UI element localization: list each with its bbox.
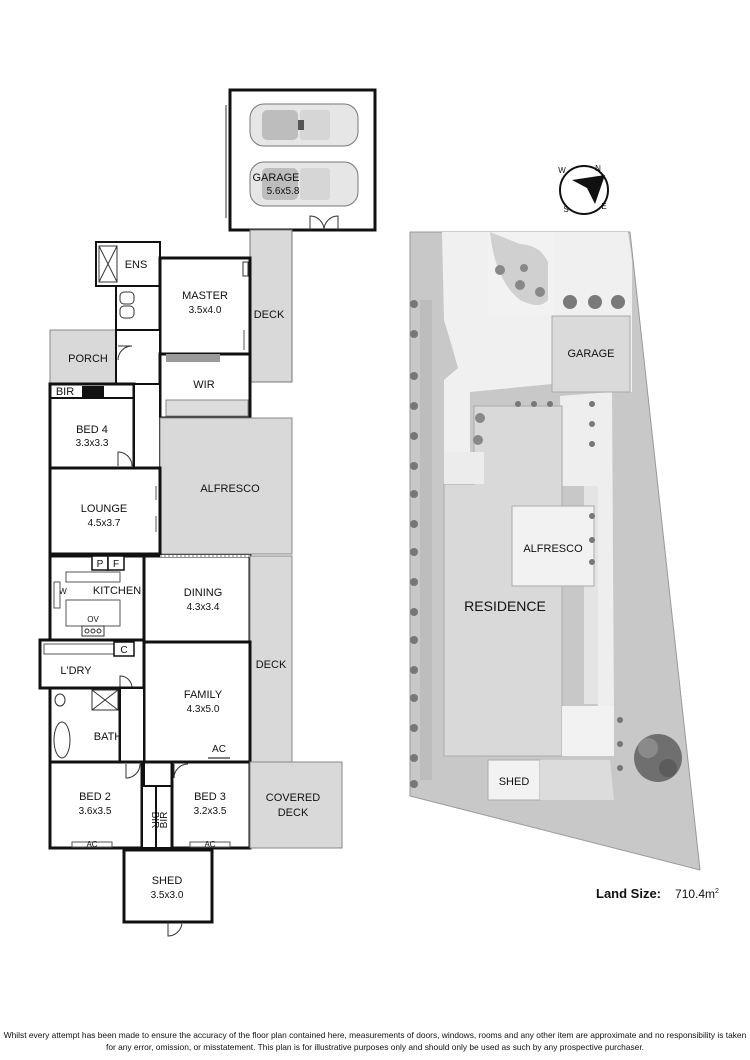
site-garage: GARAGE bbox=[551, 315, 631, 393]
land-size-unit: 2 bbox=[715, 888, 719, 895]
dining-name: DINING bbox=[184, 587, 223, 599]
porch-room: PORCH bbox=[49, 329, 117, 385]
bed2-size: 3.6x3.5 bbox=[79, 806, 112, 817]
land-size-value: 710.4m bbox=[675, 887, 716, 901]
compass-s: S bbox=[563, 205, 568, 214]
oven-label: OV bbox=[87, 615, 99, 624]
hedge-plants bbox=[410, 300, 623, 788]
bir-right-label: BIR bbox=[159, 812, 170, 829]
site-alfresco: ALFRESCO bbox=[511, 505, 595, 587]
compass-icon: N W S E bbox=[558, 164, 609, 215]
bed4-room: BIR BED 4 3.3x3.3 bbox=[48, 382, 136, 470]
bed3-ac-label: AC bbox=[204, 840, 215, 849]
alfresco-room: ALFRESCO bbox=[159, 417, 293, 555]
site-shed-label: SHED bbox=[499, 776, 530, 788]
lounge-name: LOUNGE bbox=[81, 503, 127, 515]
site-plan: GARAGE RESIDENCE ALFRESCO SHED bbox=[409, 164, 701, 871]
tree-icon bbox=[634, 734, 682, 782]
bed3-room: BED 3 3.2x3.5 AC bbox=[170, 760, 252, 850]
bed4-size: 3.3x3.3 bbox=[76, 438, 109, 449]
bed2-name: BED 2 bbox=[79, 791, 111, 803]
kitchen-name: KITCHEN bbox=[93, 585, 141, 597]
porch-label: PORCH bbox=[68, 353, 108, 365]
bath-room: BATH bbox=[48, 686, 135, 764]
site-residence: RESIDENCE bbox=[443, 405, 614, 757]
covered-deck-line2: DECK bbox=[278, 807, 309, 819]
family-ac-label: AC bbox=[212, 744, 226, 755]
covered-deck: COVERED DECK bbox=[249, 761, 343, 849]
compass-n: N bbox=[595, 164, 601, 173]
site-residence-label: RESIDENCE bbox=[464, 598, 546, 614]
kitchen-room: P F KITCHEN DW OV bbox=[48, 554, 146, 642]
bir-closets: BIR BIR bbox=[141, 785, 173, 849]
wir-room: WIR bbox=[158, 352, 252, 420]
disclaimer-line2: for any error, omission, or misstatement… bbox=[106, 1042, 644, 1052]
shrub-icons bbox=[473, 264, 625, 445]
dining-size: 4.3x3.4 bbox=[187, 602, 220, 613]
shed-room: SHED 3.5x3.0 bbox=[122, 848, 214, 937]
lounge-room: LOUNGE 4.5x3.7 bbox=[48, 466, 162, 556]
deck-upper-label: DECK bbox=[254, 309, 285, 321]
laundry-room: C L'DRY bbox=[38, 638, 146, 690]
family-size: 4.3x5.0 bbox=[187, 704, 220, 715]
lounge-size: 4.5x3.7 bbox=[88, 518, 121, 529]
wir-label: WIR bbox=[193, 379, 214, 391]
dining-room: DINING 4.3x3.4 bbox=[142, 554, 252, 644]
deck-lower: DECK bbox=[249, 555, 293, 763]
site-alfresco-label: ALFRESCO bbox=[523, 543, 583, 555]
family-room: FAMILY 4.3x5.0 AC bbox=[142, 640, 252, 764]
garage-size: 5.6x5.8 bbox=[267, 186, 300, 197]
bed3-name: BED 3 bbox=[194, 791, 226, 803]
ens-room: ENS bbox=[95, 241, 161, 331]
car-icon bbox=[249, 161, 359, 207]
deck-upper: DECK bbox=[249, 229, 293, 383]
master-name: MASTER bbox=[182, 290, 228, 302]
compass-w: W bbox=[558, 166, 566, 175]
shed-name: SHED bbox=[152, 875, 183, 887]
bath-label: BATH bbox=[94, 731, 123, 743]
laundry-cupboard-label: C bbox=[120, 645, 127, 656]
floor-plan: GARAGE 5.6x5.8 DECK ENS MASTER bbox=[38, 88, 377, 937]
disclaimer-line1: Whilst every attempt has been made to en… bbox=[3, 1030, 747, 1040]
garage-name: GARAGE bbox=[252, 172, 299, 184]
alfresco-label: ALFRESCO bbox=[200, 483, 260, 495]
ens-label: ENS bbox=[125, 259, 148, 271]
shed-size: 3.5x3.0 bbox=[151, 890, 184, 901]
master-size: 3.5x4.0 bbox=[189, 305, 222, 316]
covered-deck-line1: COVERED bbox=[266, 792, 320, 804]
family-name: FAMILY bbox=[184, 689, 223, 701]
site-garage-label: GARAGE bbox=[567, 348, 614, 360]
site-shed: SHED bbox=[487, 759, 541, 801]
land-size: Land Size: 710.4m2 bbox=[596, 886, 719, 901]
pantry-label: P bbox=[97, 559, 104, 570]
bed2-room: BED 2 3.6x3.5 AC bbox=[48, 760, 144, 850]
garage-room: GARAGE 5.6x5.8 bbox=[225, 88, 377, 232]
bed4-bir-label: BIR bbox=[56, 386, 74, 398]
land-size-label: Land Size: bbox=[596, 886, 662, 901]
bir-left-label: BIR bbox=[149, 812, 160, 829]
fridge-label: F bbox=[113, 559, 119, 570]
master-room: MASTER 3.5x4.0 bbox=[158, 256, 252, 356]
car-icon bbox=[249, 103, 359, 147]
bed4-name: BED 4 bbox=[76, 424, 108, 436]
disclaimer: Whilst every attempt has been made to en… bbox=[0, 1029, 750, 1053]
bed3-size: 3.2x3.5 bbox=[194, 806, 227, 817]
bed2-ac-label: AC bbox=[86, 840, 97, 849]
deck-lower-label: DECK bbox=[256, 659, 287, 671]
compass-e: E bbox=[601, 202, 606, 211]
laundry-name: L'DRY bbox=[60, 665, 92, 677]
